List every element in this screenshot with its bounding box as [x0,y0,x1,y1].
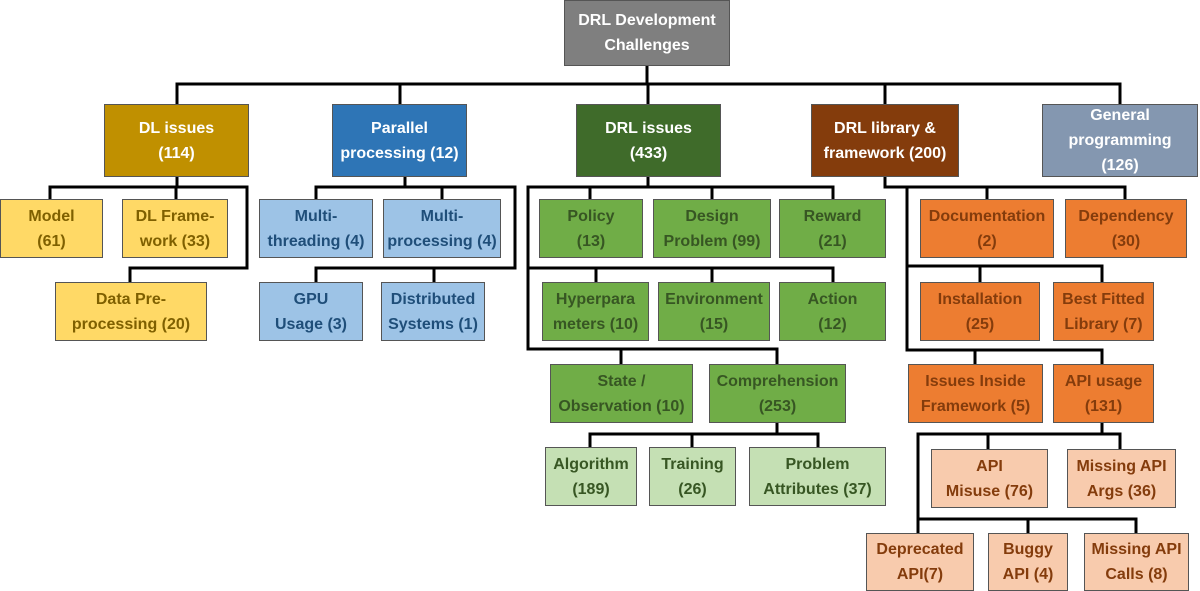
node-policy: Policy (13) [539,199,643,258]
node-missing-api-calls: Missing API Calls (8) [1084,533,1189,591]
node-comprehension: Comprehension (253) [709,364,846,423]
node-dl-issues: DL issues (114) [104,104,249,177]
node-missing-api-args: Missing API Args (36) [1067,449,1176,508]
node-design-problem: Design Problem (99) [653,199,771,258]
node-state-observation: State / Observation (10) [550,364,693,423]
node-gpu-usage: GPU Usage (3) [259,282,363,341]
node-problem-attributes: Problem Attributes (37) [749,447,886,506]
node-issues-inside-framework: Issues Inside Framework (5) [908,364,1043,423]
node-model: Model (61) [0,199,103,258]
node-drl-library-framework: DRL library & framework (200) [811,104,959,177]
node-distributed-systems: Distributed Systems (1) [381,282,485,341]
node-dl-framework: DL Frame- work (33) [122,199,228,258]
node-reward: Reward (21) [779,199,886,258]
node-action: Action (12) [779,282,886,341]
node-multithreading: Multi- threading (4) [259,199,373,258]
node-documentation: Documentation (2) [920,199,1054,258]
node-dependency: Dependency (30) [1065,199,1187,258]
node-multiprocessing: Multi- processing (4) [383,199,501,258]
node-data-preprocessing: Data Pre- processing (20) [55,282,207,341]
node-drl-issues: DRL issues (433) [576,104,721,177]
node-api-misuse: API Misuse (76) [931,449,1048,508]
node-algorithm: Algorithm (189) [545,447,637,506]
node-training: Training (26) [649,447,736,506]
node-best-fitted-library: Best Fitted Library (7) [1053,282,1154,341]
node-parallel-processing: Parallel processing (12) [332,104,467,177]
node-buggy-api: Buggy API (4) [988,533,1068,591]
node-hyperparameters: Hyperpara meters (10) [542,282,649,341]
node-api-usage: API usage (131) [1053,364,1154,423]
node-general-programming: General programming (126) [1042,104,1198,177]
node-environment: Environment (15) [658,282,770,341]
node-drl-development-challenges: DRL Development Challenges [564,0,730,66]
node-deprecated-api: Deprecated API(7) [866,533,974,591]
node-installation: Installation (25) [920,282,1040,341]
